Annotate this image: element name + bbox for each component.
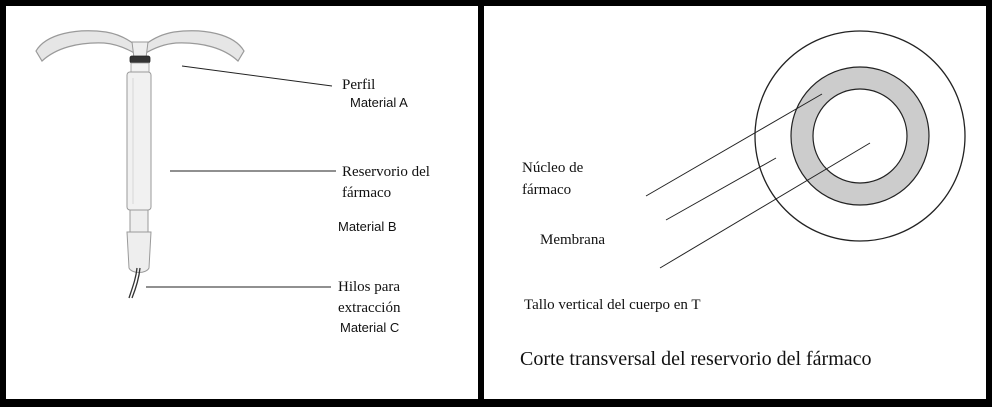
- t-device-arms-right: [143, 30, 245, 62]
- device-panel: Perfil Material A Reservorio del fármaco…: [6, 6, 478, 399]
- leader-membrana: [665, 157, 777, 221]
- label-material-c: Material C: [340, 320, 400, 335]
- t-device-reservoir: [126, 71, 152, 211]
- label-material-a: Material A: [350, 95, 408, 110]
- label-hilos-2: extracción: [338, 300, 401, 316]
- label-reservorio-2: fármaco: [342, 185, 392, 201]
- t-device-ring: [129, 55, 151, 64]
- drug-core-circle: [812, 88, 908, 184]
- caption-corte: Corte transversal del reservorio del fár…: [520, 348, 872, 370]
- t-device-arms: [35, 30, 137, 62]
- t-device-tip: [126, 231, 152, 273]
- label-nucleo-2: fármaco: [522, 182, 572, 198]
- cross-section-panel: Núcleo de fármaco Membrana Tallo vertica…: [484, 6, 986, 399]
- label-reservorio-1: Reservorio del: [342, 164, 430, 180]
- t-device-lower: [129, 209, 149, 233]
- label-perfil: Perfil: [342, 77, 376, 93]
- label-material-b: Material B: [338, 219, 397, 234]
- t-device-drawing: [35, 30, 336, 299]
- removal-threads: [128, 267, 141, 299]
- leader-nucleo: [645, 93, 823, 197]
- cross-section-drawing: [645, 30, 966, 269]
- label-nucleo-1: Núcleo de: [522, 160, 584, 176]
- leader-tallo: [659, 142, 871, 269]
- leader-perfil: [181, 65, 333, 87]
- label-tallo: Tallo vertical del cuerpo en T: [524, 297, 701, 313]
- label-hilos-1: Hilos para: [338, 279, 401, 295]
- label-membrana: Membrana: [540, 232, 605, 248]
